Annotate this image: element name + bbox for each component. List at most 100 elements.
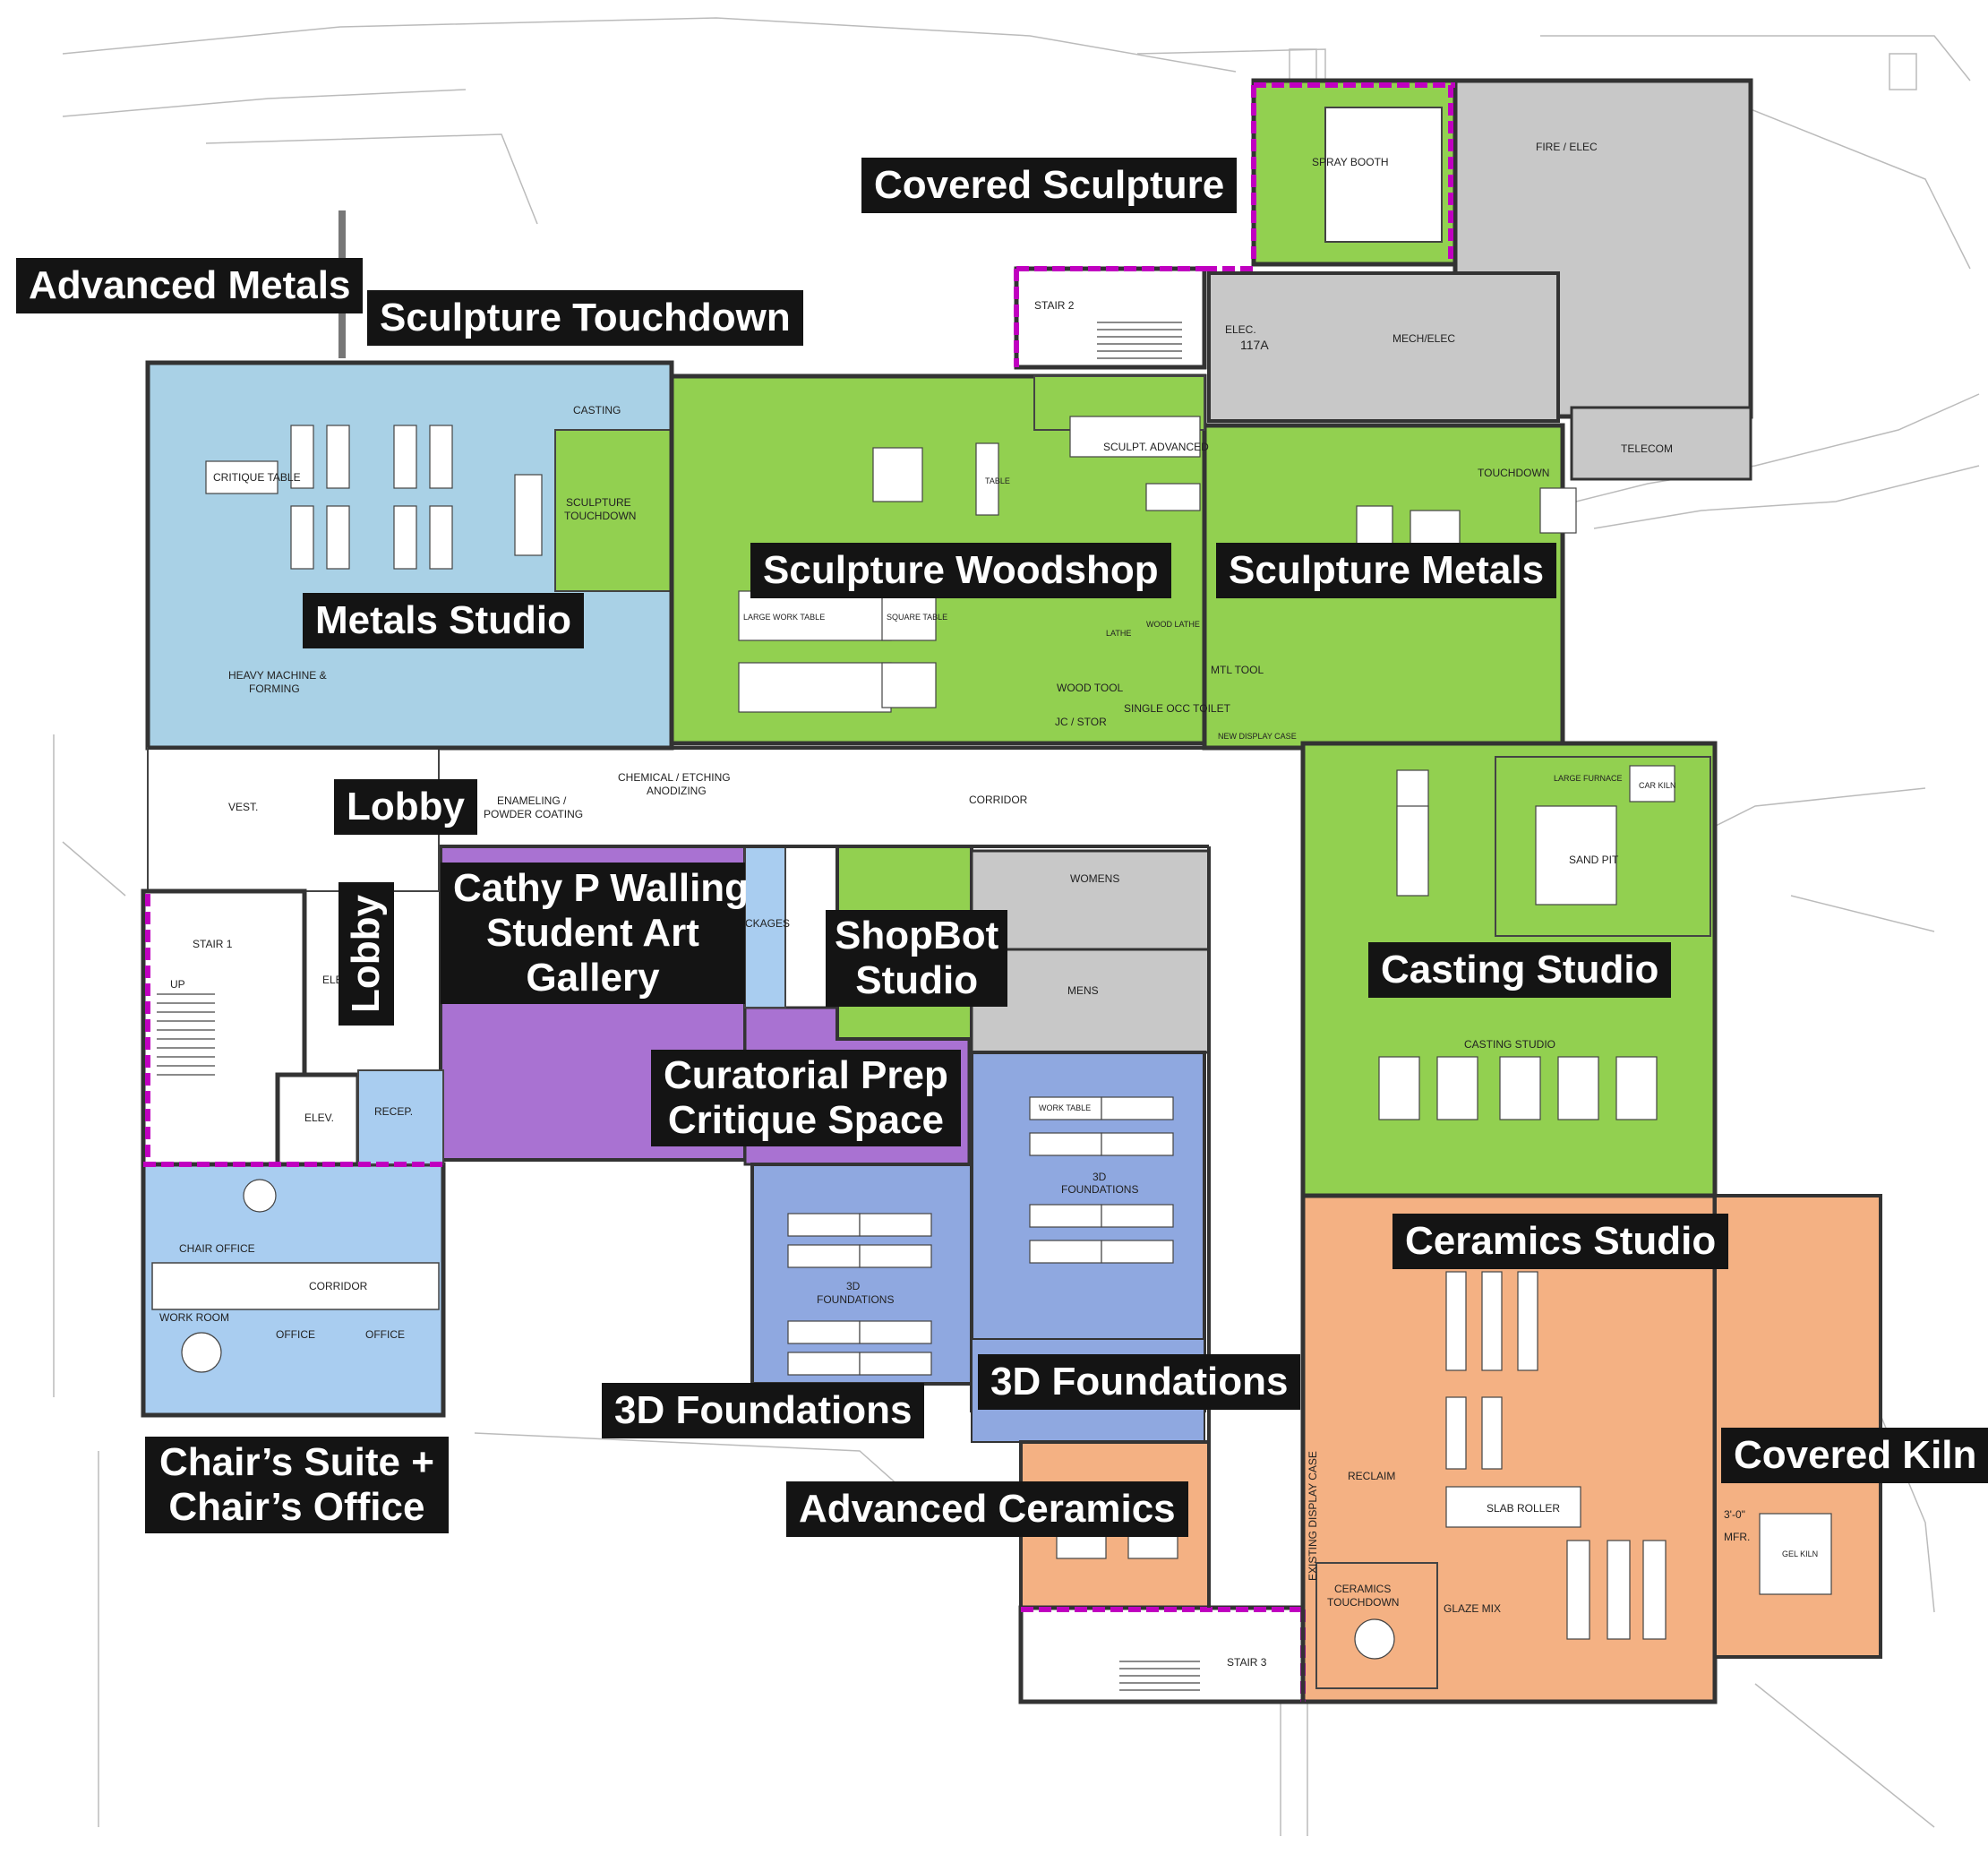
label-foundations-4: FOUNDATIONS [817, 1293, 894, 1306]
callout-chairs-suite-line-1: Chair’s Suite + [159, 1440, 434, 1484]
label-casting: CASTING [573, 404, 621, 416]
label-foundations-1: 3D [1093, 1171, 1107, 1183]
label-glaze-mix: GLAZE MIX [1444, 1602, 1501, 1615]
callout-shopbot-line-2: Studio [855, 958, 979, 1002]
label-sculpture-touchdown-1: SCULPTURE [566, 496, 631, 509]
callout-chairs-suite-line-2: Chair’s Office [168, 1485, 425, 1529]
label-reclaim: RECLAIM [1348, 1470, 1395, 1482]
label-stair-1: STAIR 1 [193, 938, 233, 950]
label-sculpt-advanced: SCULPT. ADVANCED [1103, 441, 1209, 453]
label-elec: ELEC. [1225, 323, 1256, 336]
label-gel-kiln: GEL KILN [1782, 1549, 1818, 1558]
callout-lobby: Lobby [334, 779, 477, 835]
mens-restroom [970, 948, 1211, 1054]
label-sand-pit: SAND PIT [1569, 854, 1619, 866]
callout-3d-foundations-left: 3D Foundations [602, 1383, 925, 1438]
callout-3d-foundations-right: 3D Foundations [978, 1354, 1301, 1410]
label-existing-display: EXISTING DISPLAY CASE [1307, 1451, 1319, 1581]
label-heavy-machine-2: FORMING [249, 682, 300, 695]
label-large-work-table: LARGE WORK TABLE [743, 613, 825, 622]
callout-shopbot-line-1: ShopBot [835, 914, 999, 957]
label-telecom: TELECOM [1621, 442, 1673, 455]
label-corridor-2: CORRIDOR [309, 1280, 368, 1292]
callout-covered-sculpture: Covered Sculpture [861, 158, 1238, 213]
callout-covered-kiln: Covered Kiln [1721, 1428, 1988, 1483]
label-up: UP [170, 978, 185, 991]
label-chair-office: CHAIR OFFICE [179, 1242, 255, 1255]
label-chemical-1: CHEMICAL / ETCHING [618, 771, 731, 784]
label-critique-table: CRITIQUE TABLE [213, 471, 301, 484]
ceramics-touchdown [1315, 1562, 1438, 1689]
callout-gallery-line-3: Gallery [526, 956, 660, 1000]
label-vest: VEST. [228, 801, 258, 813]
label-spray-booth: SPRAY BOOTH [1312, 156, 1389, 168]
label-touchdown: TOUCHDOWN [1478, 467, 1549, 479]
label-dim: 3'-0" [1724, 1508, 1745, 1521]
telecom-room [1570, 406, 1752, 481]
label-wood-tool: WOOD TOOL [1057, 682, 1124, 694]
label-elev: ELEV. [304, 1112, 334, 1124]
label-foundations-2: FOUNDATIONS [1061, 1183, 1138, 1196]
callout-sculpture-touchdown: Sculpture Touchdown [367, 290, 803, 346]
label-office-1: OFFICE [276, 1328, 315, 1341]
label-car-kiln: CAR KILN [1639, 781, 1676, 790]
label-foundations-3: 3D [846, 1280, 861, 1292]
callout-gallery: Cathy P Walling Student Art Gallery [441, 863, 750, 1004]
label-new-display-case: NEW DISPLAY CASE [1218, 732, 1297, 741]
label-lathe: LATHE [1106, 629, 1131, 638]
callout-ceramics-studio: Ceramics Studio [1392, 1214, 1729, 1269]
label-ceramics-touchdown-1: CERAMICS [1334, 1583, 1391, 1595]
callout-sculpture-metals: Sculpture Metals [1216, 543, 1557, 598]
label-enameling-2: POWDER COATING [484, 808, 583, 820]
label-ceramics-touchdown-2: TOUCHDOWN [1327, 1596, 1399, 1609]
label-elev-short: ELE [322, 974, 343, 986]
label-mfr: MFR. [1724, 1531, 1750, 1543]
label-sculpture-touchdown-2: TOUCHDOWN [564, 510, 636, 522]
label-mens: MENS [1067, 984, 1099, 997]
label-mtl-tool: MTL TOOL [1211, 664, 1264, 676]
sculpture-touchdown-room [554, 429, 673, 592]
foundations-left-room [750, 1163, 973, 1386]
label-square-table: SQUARE TABLE [887, 613, 947, 622]
callout-lobby-vertical: Lobby [338, 882, 394, 1026]
callout-advanced-ceramics: Advanced Ceramics [786, 1481, 1188, 1537]
label-heavy-machine-1: HEAVY MACHINE & [228, 669, 327, 682]
callout-gallery-line-1: Cathy P Walling [453, 866, 750, 910]
callout-sculpture-woodshop: Sculpture Woodshop [750, 543, 1171, 598]
callout-advanced-metals: Advanced Metals [16, 258, 364, 313]
label-wood-lathe: WOOD LATHE [1146, 620, 1200, 629]
callout-curatorial: Curatorial Prep Critique Space [651, 1050, 961, 1146]
label-elec-num: 117A [1240, 338, 1269, 352]
callout-curatorial-line-2: Critique Space [667, 1098, 944, 1142]
mech-elec-room [1207, 271, 1560, 423]
label-office-2: OFFICE [365, 1328, 405, 1341]
callout-casting-studio: Casting Studio [1368, 942, 1672, 998]
label-work-table: WORK TABLE [1039, 1103, 1091, 1112]
label-single-occ: SINGLE OCC TOILET [1124, 702, 1231, 715]
label-chemical-2: ANODIZING [647, 785, 707, 797]
label-womens: WOMENS [1070, 872, 1119, 885]
stair-treads [157, 322, 1200, 1691]
label-slab-roller: SLAB ROLLER [1487, 1502, 1560, 1515]
label-table: TABLE [985, 476, 1010, 485]
recep-area [357, 1069, 444, 1165]
label-work-room: WORK ROOM [159, 1311, 229, 1324]
label-stair-2: STAIR 2 [1034, 299, 1075, 312]
label-casting-studio: CASTING STUDIO [1464, 1038, 1555, 1051]
label-fire-elec: FIRE / ELEC [1536, 141, 1598, 153]
stair-3 [1018, 1605, 1306, 1704]
callout-gallery-line-2: Student Art [486, 911, 699, 955]
label-enameling-1: ENAMELING / [497, 794, 567, 807]
label-jc-stor: JC / STOR [1055, 716, 1107, 728]
room-labels: SPRAY BOOTH FIRE / ELEC STAIR 2 ELEC. 11… [159, 141, 1818, 1669]
label-packages: CKAGES [745, 917, 790, 930]
label-recep: RECEP. [374, 1105, 413, 1118]
label-corridor: CORRIDOR [969, 794, 1028, 806]
label-large-furnace: LARGE FURNACE [1554, 774, 1623, 783]
label-stair-3: STAIR 3 [1227, 1656, 1267, 1669]
label-mech-elec: MECH/ELEC [1392, 332, 1455, 345]
stair-2 [1014, 266, 1207, 370]
callout-shopbot: ShopBot Studio [826, 910, 1008, 1007]
callout-chairs-suite: Chair’s Suite + Chair’s Office [145, 1437, 449, 1533]
